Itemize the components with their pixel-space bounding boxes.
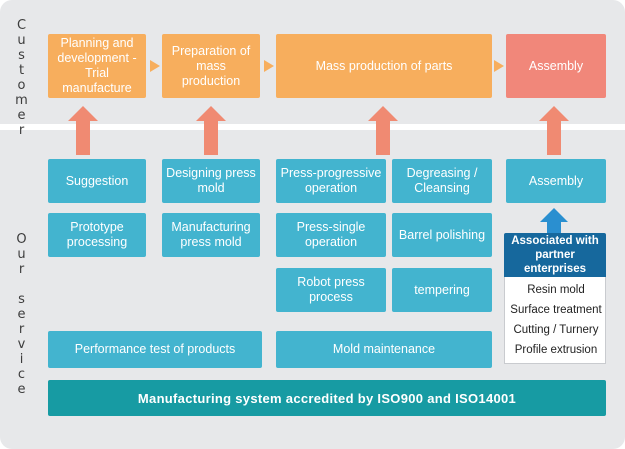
customer-side-label: Customer bbox=[14, 18, 29, 138]
chevron-right-icon bbox=[150, 60, 160, 72]
chevron-right-icon bbox=[264, 60, 274, 72]
service-designing-press-mold: Designing press mold bbox=[162, 159, 260, 203]
service-prototype-processing: Prototype processing bbox=[48, 213, 146, 257]
service-press-single: Press-single operation bbox=[276, 213, 386, 257]
arrow-up-icon bbox=[539, 106, 569, 155]
customer-step-preparation: Preparation of mass production bbox=[162, 34, 260, 98]
customer-step-assembly: Assembly bbox=[506, 34, 606, 98]
customer-step-planning: Planning and development - Trial manufac… bbox=[48, 34, 146, 98]
arrow-up-icon bbox=[540, 208, 568, 233]
service-assembly: Assembly bbox=[506, 159, 606, 203]
iso-accreditation-banner: Manufacturing system accredited by ISO90… bbox=[48, 380, 606, 416]
service-mold-maintenance: Mold maintenance bbox=[276, 331, 492, 368]
arrow-up-icon bbox=[196, 106, 226, 155]
partner-enterprises-list: Resin mold Surface treatment Cutting / T… bbox=[504, 277, 606, 364]
service-robot-press: Robot press process bbox=[276, 268, 386, 312]
partner-item: Resin mold bbox=[527, 284, 585, 296]
chevron-right-icon bbox=[494, 60, 504, 72]
partner-item: Cutting / Turnery bbox=[513, 324, 599, 336]
service-barrel-polishing: Barrel polishing bbox=[392, 213, 492, 257]
arrow-up-icon bbox=[368, 106, 398, 155]
service-degreasing: Degreasing / Cleansing bbox=[392, 159, 492, 203]
service-performance-test: Performance test of products bbox=[48, 331, 262, 368]
arrow-up-icon bbox=[68, 106, 98, 155]
customer-step-mass-production: Mass production of parts bbox=[276, 34, 492, 98]
partner-item: Surface treatment bbox=[510, 304, 602, 316]
service-suggestion: Suggestion bbox=[48, 159, 146, 203]
our-service-side-label: Our service bbox=[14, 232, 29, 397]
service-press-progressive: Press-progressive operation bbox=[276, 159, 386, 203]
partner-item: Profile extrusion bbox=[514, 344, 598, 356]
service-manufacturing-press-mold: Manufacturing press mold bbox=[162, 213, 260, 257]
service-tempering: tempering bbox=[392, 268, 492, 312]
partner-enterprises-title: Associated with partner enterprises bbox=[504, 233, 606, 277]
